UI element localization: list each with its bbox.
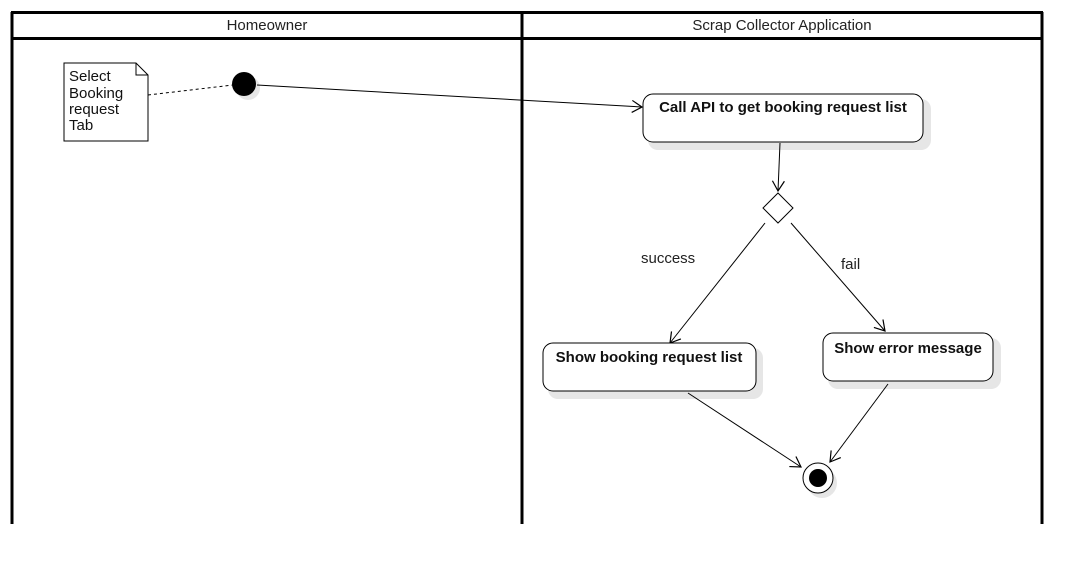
flow-start-to-call-api [256,84,644,113]
decision-node [762,192,794,224]
initial-node [232,72,256,96]
lane-title-scrap-collector-app: Scrap Collector Application [692,17,871,34]
action-call-api-label: Call API to get booking request list [659,99,907,116]
note-line-2: Booking [69,85,123,102]
flow-error-to-end [829,383,889,463]
note-line-1: Select [69,68,112,85]
note: Select Booking request Tab [63,62,149,142]
flow-success [669,222,766,344]
note-line-3: request [69,101,120,118]
note-connector [147,84,234,96]
guard-fail: fail [841,256,860,273]
flow-fail [790,222,886,332]
action-show-error: Show error message [822,332,1001,389]
action-show-list-label: Show booking request list [556,349,743,366]
note-line-4: Tab [69,117,93,134]
flow-call-api-to-decision [771,142,785,193]
lane-title-homeowner: Homeowner [227,17,308,34]
final-node [809,469,827,487]
swimlane-frame [10,11,1044,524]
action-call-api: Call API to get booking request list [642,93,931,150]
action-show-error-label: Show error message [834,340,982,357]
guard-success: success [641,250,695,267]
action-show-list: Show booking request list [542,342,763,399]
flow-list-to-end [687,392,802,468]
